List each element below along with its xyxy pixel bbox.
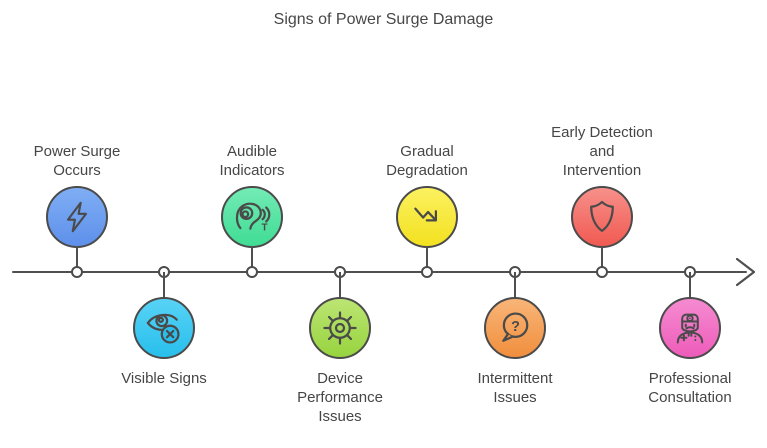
intermittent-issues-badge: ? <box>484 297 546 359</box>
item-label: Professional Consultation <box>648 370 732 406</box>
device-performance-badge <box>309 297 371 359</box>
helm-gear-icon <box>323 311 357 345</box>
connector-stem <box>76 246 78 272</box>
visible-signs-badge <box>133 297 195 359</box>
connector-stem <box>426 246 428 272</box>
connector-stem <box>163 272 165 298</box>
connector-stem <box>251 246 253 272</box>
connector-stem <box>339 272 341 298</box>
doctor-icon <box>676 313 704 344</box>
question-bubble-icon: ? <box>502 312 529 342</box>
connector-stem <box>514 272 516 298</box>
early-detection-badge <box>571 186 633 248</box>
power-surge-badge <box>46 186 108 248</box>
timeline-node <box>596 266 608 278</box>
item-label: Audible Indicators <box>219 143 285 179</box>
audible-indicators-badge: T <box>221 186 283 248</box>
item-label: Device Performance Issues <box>297 370 383 425</box>
connector-stem <box>689 272 691 298</box>
timeline-arrowhead-icon <box>735 257 758 292</box>
ear-icon: T <box>235 202 271 233</box>
gradual-degradation-badge <box>396 186 458 248</box>
item-label: Early Detection and Intervention <box>551 124 653 179</box>
svg-text:?: ? <box>511 319 520 335</box>
svg-text:T: T <box>262 222 268 233</box>
trend-down-icon <box>414 207 437 222</box>
shield-icon <box>590 200 614 232</box>
item-label: Power Surge Occurs <box>33 143 121 179</box>
item-label: Intermittent Issues <box>477 370 553 406</box>
timeline-node <box>246 266 258 278</box>
timeline-axis <box>12 271 747 273</box>
item-label: Gradual Degradation <box>386 143 468 179</box>
professional-consultation-badge <box>659 297 721 359</box>
eye-crossed-icon <box>146 313 180 344</box>
timeline-node <box>71 266 83 278</box>
page-title: Signs of Power Surge Damage <box>273 11 494 28</box>
connector-stem <box>601 246 603 272</box>
timeline-node <box>421 266 433 278</box>
lightning-icon <box>66 201 88 233</box>
item-label: Visible Signs <box>121 370 207 387</box>
